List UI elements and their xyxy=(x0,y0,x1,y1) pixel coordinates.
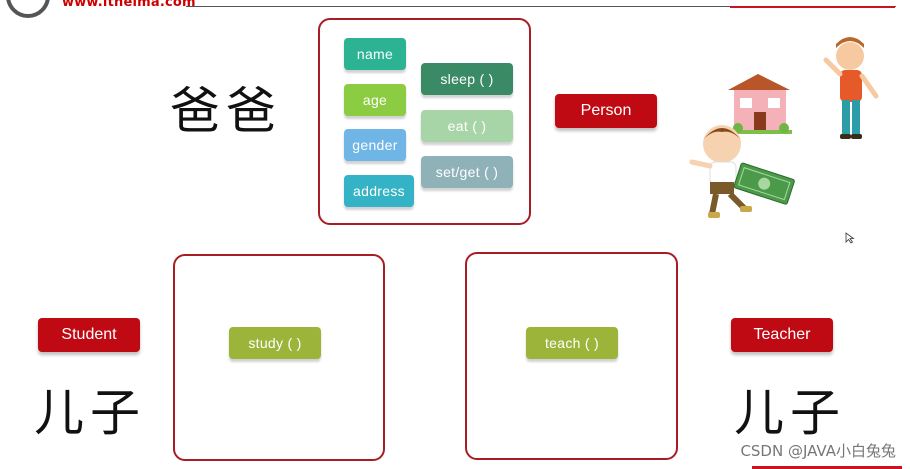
method-sleep: sleep ( ) xyxy=(421,63,513,95)
student-class-box: study ( ) xyxy=(173,254,385,461)
student-label: Student xyxy=(38,318,140,352)
handwriting-father: 爸爸 xyxy=(170,82,282,140)
csdn-watermark: CSDN @JAVA小白兔兔 xyxy=(740,442,896,460)
method-teach: teach ( ) xyxy=(526,327,618,359)
logo-circle-icon xyxy=(6,0,50,18)
teacher-class-box: teach ( ) xyxy=(465,252,678,460)
logo-text: www.itheima.com xyxy=(62,0,196,10)
method-eat: eat ( ) xyxy=(421,110,513,142)
handwriting-son-right: 儿子 xyxy=(734,384,846,442)
attribute-name: name xyxy=(344,38,406,70)
person-class-box: name age gender address sleep ( ) eat ( … xyxy=(318,18,531,225)
method-set-get: set/get ( ) xyxy=(421,156,513,188)
family-illustration xyxy=(689,37,879,218)
header-divider xyxy=(186,6,896,7)
house-icon xyxy=(728,74,792,134)
teacher-label: Teacher xyxy=(731,318,833,352)
footer-accent-line xyxy=(752,466,902,469)
boy-with-money-icon xyxy=(689,125,795,218)
person-label: Person xyxy=(555,94,657,128)
man-waving-icon xyxy=(823,37,879,139)
attribute-gender: gender xyxy=(344,129,406,161)
mouse-cursor-icon xyxy=(845,232,855,244)
attribute-address: address xyxy=(344,175,414,207)
header-divider-accent xyxy=(730,6,895,8)
attribute-age: age xyxy=(344,84,406,116)
method-study: study ( ) xyxy=(229,327,321,359)
handwriting-son-left: 儿子 xyxy=(34,384,146,442)
